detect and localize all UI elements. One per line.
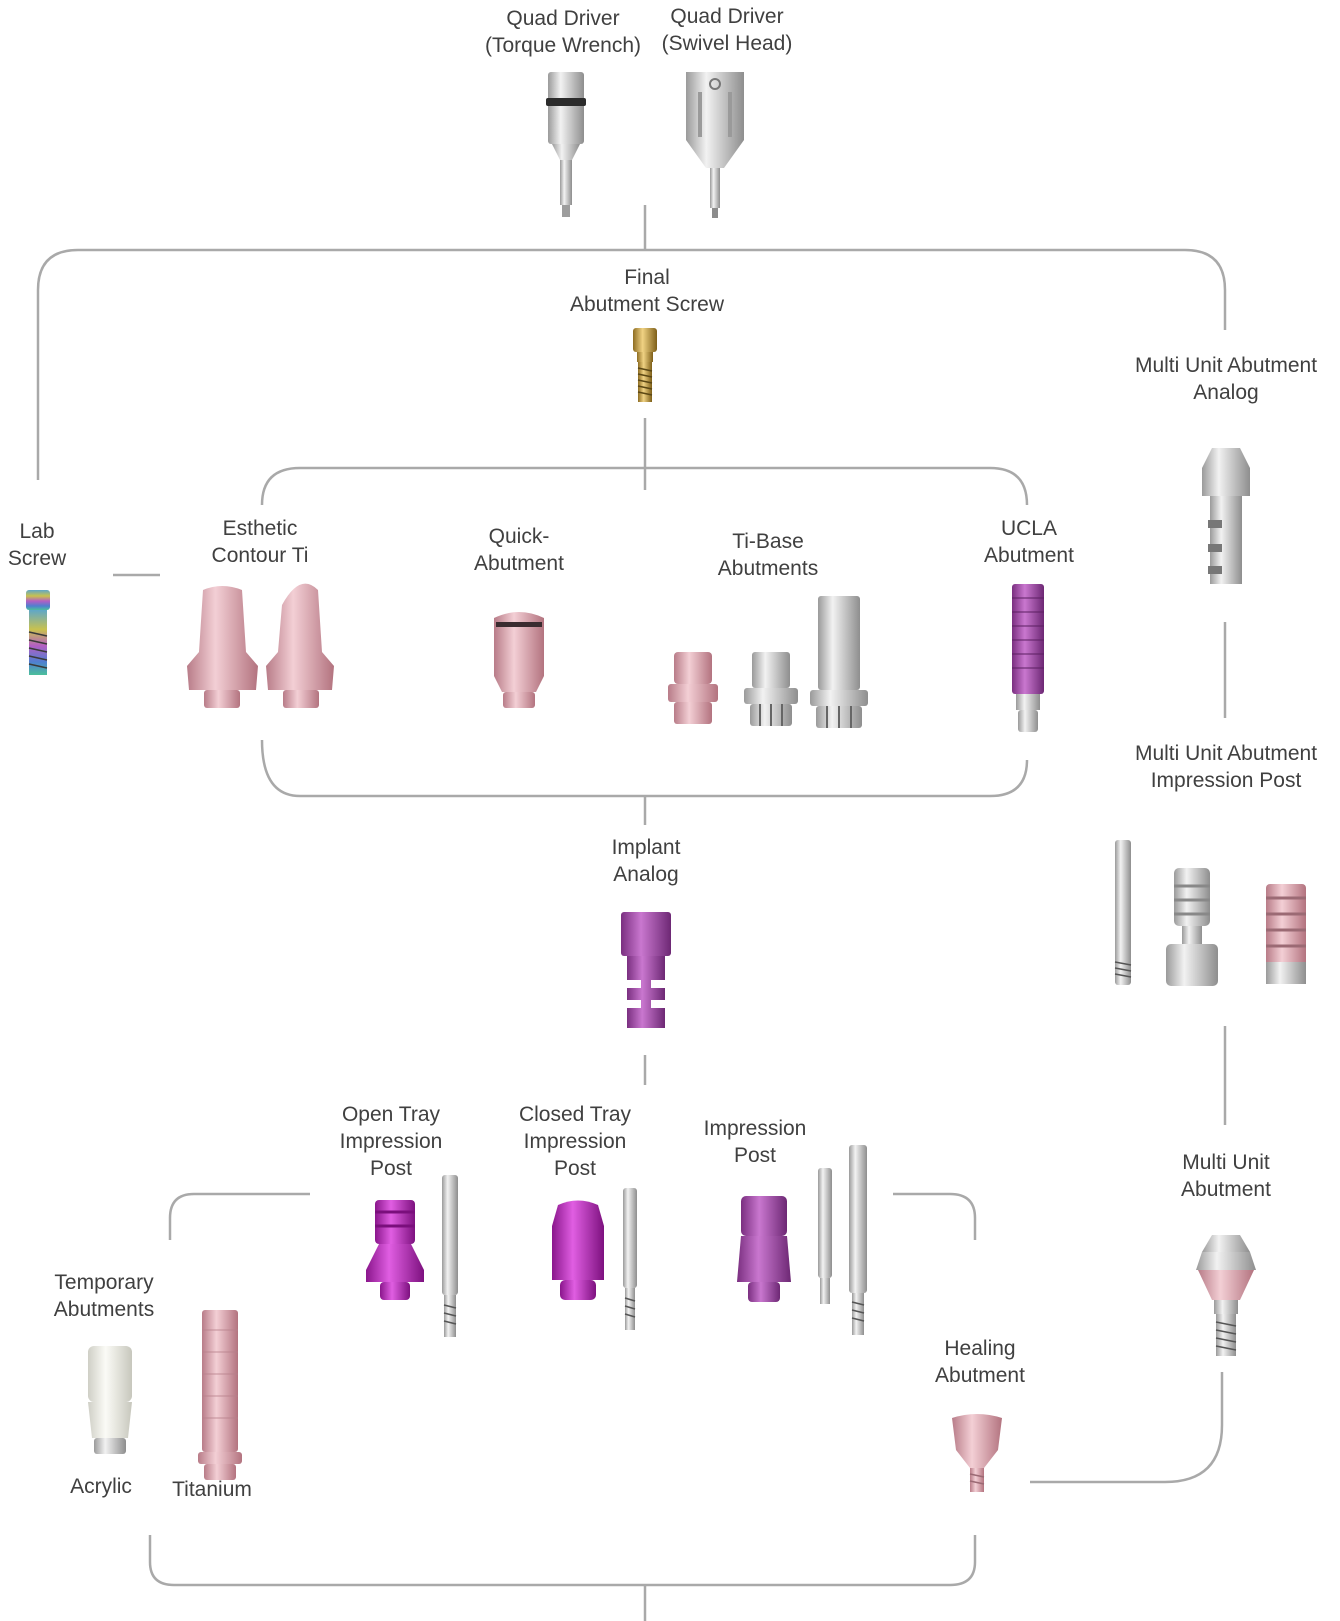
- temporary-abutment-titanium-image: [198, 1310, 242, 1480]
- healing-abutment-image: [952, 1414, 1002, 1492]
- quad-driver-torque-wrench-image: [546, 72, 586, 217]
- temporary-abutment-acrylic-image: [88, 1346, 132, 1454]
- open-tray-impression-post-image: [366, 1175, 458, 1337]
- multi-unit-abutment-impression-post-image-2: [1166, 868, 1218, 986]
- ucla-abutment-image: [1012, 584, 1044, 732]
- multi-unit-abutment-analog-image: [1202, 448, 1250, 584]
- quad-driver-swivel-label: Quad Driver(Swivel Head): [661, 5, 793, 55]
- multi-unit-abutment-impression-post-image-1: [1114, 840, 1132, 985]
- multi-unit-abutment-impression-post-image-3: [1266, 884, 1306, 984]
- lab-screw-image: [26, 590, 50, 675]
- ti-base-abutment-image-3: [810, 596, 868, 728]
- quick-abutment-label: Quick-Abutment: [474, 525, 564, 575]
- implant-analog-image: [621, 912, 671, 1028]
- acrylic-label: Acrylic: [70, 1475, 132, 1498]
- ti-base-abutment-image-1: [668, 652, 718, 724]
- titanium-label: Titanium: [172, 1478, 252, 1501]
- esthetic-contour-ti-image-2: [266, 583, 334, 708]
- impression-post-image: [737, 1145, 867, 1335]
- quick-abutment-image: [494, 612, 544, 708]
- final-abutment-screw-image: [633, 328, 657, 402]
- quad-driver-torque-label: Quad Driver(Torque Wrench): [484, 7, 642, 57]
- multi-unit-abutment-image: [1196, 1235, 1256, 1356]
- closed-tray-impression-post-image: [552, 1188, 637, 1330]
- esthetic-contour-ti-image-1: [187, 586, 258, 708]
- ti-base-abutment-image-2: [744, 652, 798, 726]
- quad-driver-swivel-head-image: [686, 72, 744, 218]
